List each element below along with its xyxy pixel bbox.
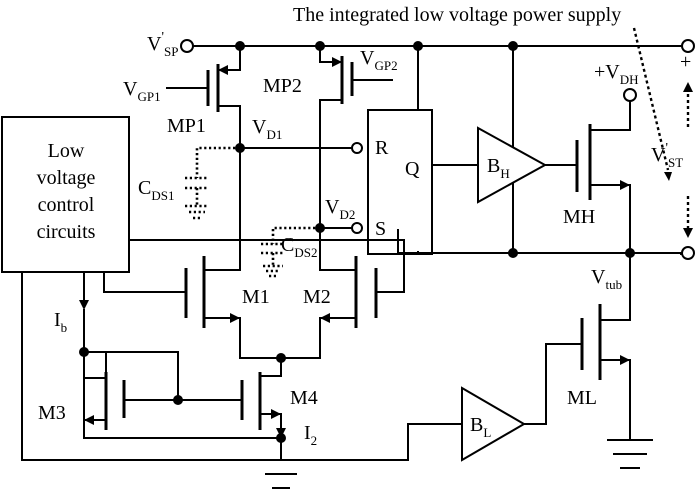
vsp-rail [180, 39, 695, 53]
vd2-label: VD2 [325, 196, 355, 222]
control-block-line-2: voltage [37, 167, 96, 189]
m3-transistor [83, 351, 283, 439]
supply-title: The integrated low voltage power supply [293, 4, 621, 26]
mp2-label: MP2 [263, 75, 302, 97]
control-block-line-4: circuits [37, 221, 96, 243]
control-block-line-3: control [38, 194, 95, 216]
rs-latch [367, 109, 433, 255]
cds1-label: CDS1 [138, 177, 174, 203]
control-block-line-1: Low [48, 140, 85, 162]
latch-r-label: R [375, 137, 389, 159]
vgp2-label: VGP2 [360, 47, 398, 73]
latch-q-label: Q [405, 158, 420, 180]
m1-transistor [184, 256, 241, 359]
i2-label: I2 [304, 422, 317, 448]
m3-label: M3 [38, 402, 66, 424]
vst-arrows [683, 82, 693, 238]
mh-label: MH [563, 206, 595, 228]
plus-terminal-label: + [680, 51, 691, 73]
ib-label: Ib [54, 309, 67, 335]
supply-pointer [632, 27, 670, 171]
latch-s-label: S [375, 218, 386, 240]
vtub-label: Vtub [591, 266, 622, 292]
bl-label: BL [470, 414, 491, 440]
m4-transistor [240, 369, 286, 438]
cds2-capacitor [261, 226, 320, 278]
vgp1-label: VGP1 [123, 78, 161, 104]
s-input-bubble [351, 222, 363, 234]
ml-transistor [580, 304, 653, 469]
bh-label: BH [487, 155, 510, 181]
low-voltage-control-block [1, 116, 130, 273]
mp1-label: MP1 [167, 115, 206, 137]
ib-source [79, 271, 89, 357]
m4-label: M4 [290, 387, 318, 409]
vdh-label: +VDH [594, 61, 639, 87]
bl-buffer [461, 386, 526, 462]
cds1-capacitor [185, 146, 240, 220]
bh-buffer [477, 45, 548, 254]
m2-label: M2 [303, 286, 331, 308]
cds2-label: CDS2 [281, 234, 317, 260]
r-input-bubble [351, 142, 363, 154]
m2-transistor [319, 256, 405, 359]
vst-rail [397, 229, 695, 260]
vst-label: V'ST [651, 141, 683, 170]
vsp-label: V'SP [147, 30, 178, 59]
mp2-transistor [319, 45, 393, 271]
m1-label: M1 [242, 286, 270, 308]
vd1-label: VD1 [252, 116, 282, 142]
supply-pointer-head [664, 172, 672, 181]
mp1-transistor [166, 45, 241, 271]
ml-label: ML [567, 387, 597, 409]
